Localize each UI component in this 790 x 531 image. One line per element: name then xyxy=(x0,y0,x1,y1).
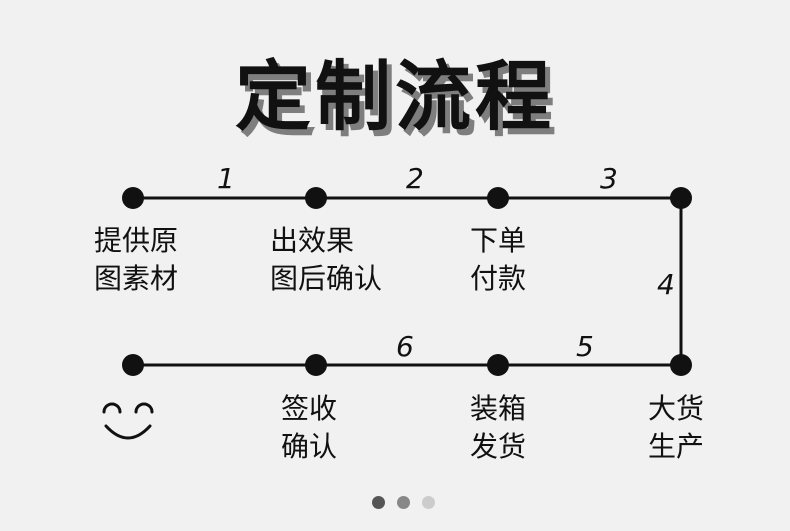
step-label-1: 提供原 图素材 xyxy=(94,224,179,295)
node-step-6 xyxy=(305,354,327,376)
pagination-dot-2[interactable] xyxy=(397,496,410,509)
step-number-1: 1 xyxy=(217,162,235,195)
step-number-6: 6 xyxy=(396,330,414,363)
step-number-3: 3 xyxy=(600,162,618,195)
node-corner xyxy=(670,187,692,209)
step-label-3: 下单 付款 xyxy=(470,224,527,295)
node-step-1 xyxy=(122,187,144,209)
page-title: 定制流程 xyxy=(235,52,555,141)
step-number-4: 4 xyxy=(657,268,675,301)
smiley-face-icon xyxy=(102,402,154,440)
pagination-dot-1[interactable] xyxy=(372,496,385,509)
step-label-5: 装箱 发货 xyxy=(470,392,527,463)
node-step-5 xyxy=(487,354,509,376)
step-label-2: 出效果 图后确认 xyxy=(270,224,383,295)
node-step-4 xyxy=(670,354,692,376)
node-step-2 xyxy=(305,187,327,209)
step-label-4: 大货 生产 xyxy=(648,392,705,463)
step-label-6: 签收 确认 xyxy=(281,392,338,463)
node-end xyxy=(122,354,144,376)
pagination-dot-3[interactable] xyxy=(422,496,435,509)
step-number-2: 2 xyxy=(406,162,424,195)
step-number-5: 5 xyxy=(576,330,594,363)
node-step-3 xyxy=(487,187,509,209)
